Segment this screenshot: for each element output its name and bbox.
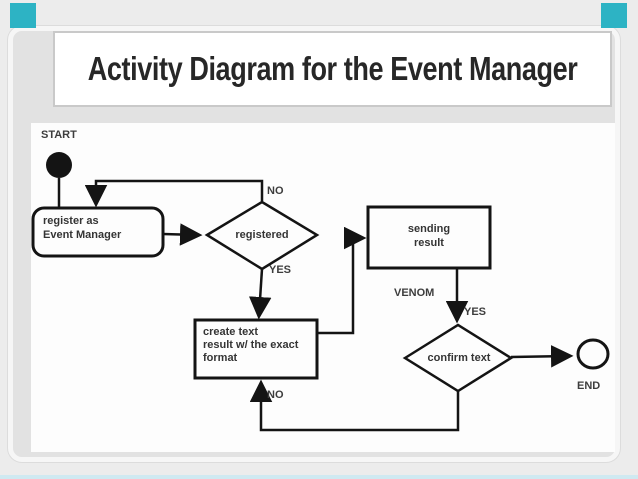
end-node xyxy=(576,338,610,370)
start-label: START xyxy=(41,129,77,141)
activity-diagram-shapes xyxy=(31,152,610,432)
edge-yes-to-create-text xyxy=(248,268,272,320)
sending-result-activity-label: sending result xyxy=(408,222,450,250)
decision-confirm-text-diamond xyxy=(402,323,514,393)
activity-sending-result-box xyxy=(366,205,492,270)
registered-decision-label: registered xyxy=(235,229,289,241)
end-label: END xyxy=(577,380,601,392)
edge-confirm-to-end xyxy=(510,345,574,368)
register-line-2: Event Manager xyxy=(43,229,122,241)
sending-line-1: sending xyxy=(407,223,451,235)
create-text-line-1: create text xyxy=(203,326,259,338)
create-text-activity-label: create text result w/ the exact format xyxy=(203,326,298,365)
no-top-label: NO xyxy=(267,185,284,197)
venom-label: VENOM xyxy=(394,287,435,299)
register-activity-label: register as Event Manager xyxy=(43,214,121,242)
activity-diagram-panel: START register as Event Manager register… xyxy=(31,123,615,452)
yes-right-label: YES xyxy=(464,306,487,318)
create-text-line-3: format xyxy=(203,352,238,364)
edge-no-loop-to-register xyxy=(84,179,264,208)
title-box: Activity Diagram for the Event Manager xyxy=(53,31,612,107)
no-bottom-label: NO xyxy=(267,389,284,401)
activity-register-box xyxy=(31,206,165,258)
create-text-line-2: result w/ the exact xyxy=(203,339,299,351)
yes-mid-label: YES xyxy=(269,264,292,276)
sending-line-2: result xyxy=(414,237,444,249)
start-node xyxy=(46,152,72,178)
edge-create-to-sending xyxy=(317,226,367,335)
edge-register-to-decision xyxy=(162,223,203,246)
activity-create-text-box xyxy=(193,318,319,380)
register-line-1: register as xyxy=(43,215,99,227)
edge-no-loop-to-create-text xyxy=(249,379,460,432)
decision-registered-diamond xyxy=(204,200,320,271)
confirm-text-decision-label: confirm text xyxy=(427,352,491,364)
page-title: Activity Diagram for the Event Manager xyxy=(87,50,578,87)
teal-accent-top-left xyxy=(10,3,36,28)
teal-accent-top-right xyxy=(601,3,627,28)
teal-accent-bottom-line xyxy=(0,475,638,479)
